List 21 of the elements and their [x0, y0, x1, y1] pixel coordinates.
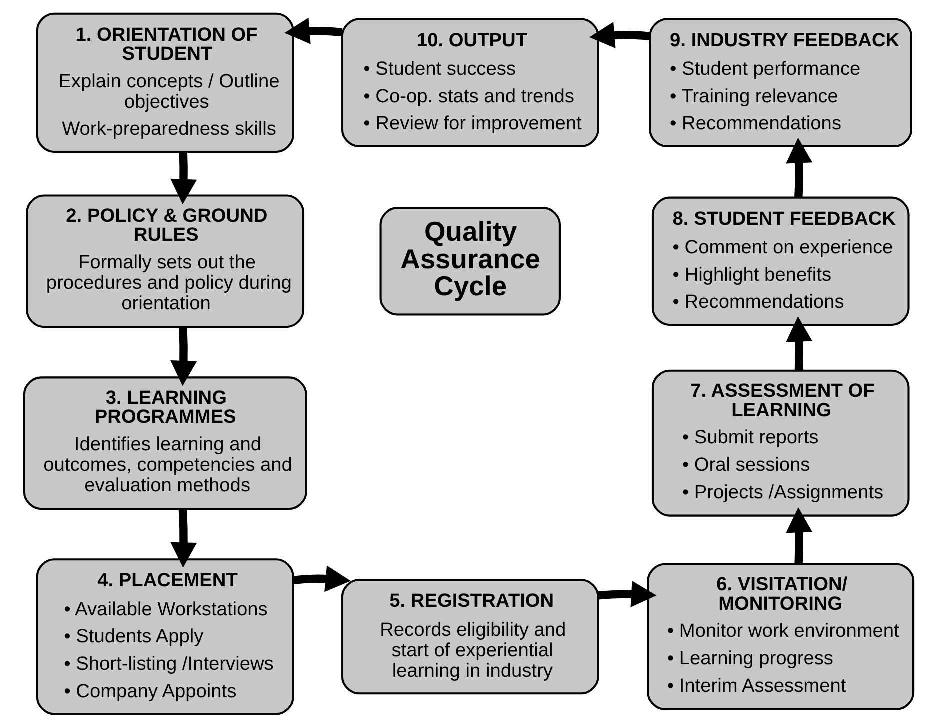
node-box: 1. ORIENTATION OF STUDENT Explain concepts / Outline objectives Work-preparedness skills: [36, 12, 294, 154]
arrow: [284, 18, 343, 44]
node-box: 5. REGISTRATION Records eligibility and start of experiential learning in industry: [341, 579, 600, 695]
arrow: [786, 138, 813, 198]
node-box: Quality Assurance Cycle: [380, 207, 561, 316]
arrow: [170, 509, 198, 568]
arrow: [598, 581, 657, 608]
node-box: 9. INDUSTRY FEEDBACK • Student performance • Training relevance • Recommendations: [649, 18, 912, 148]
node-box: 6. VISITATION/ MONITORING • Monitor work environment • Learning progress • Interim Assessment: [647, 563, 915, 710]
node-box: 4. PLACEMENT • Available Workstations • Students Apply • Short-listing /Interviews • Company Appoints: [36, 558, 294, 716]
arrow: [786, 316, 813, 371]
arrow: [292, 566, 351, 592]
arrow: [170, 327, 198, 386]
arrow: [590, 22, 650, 49]
node-box: 2. POLICY & GROUND RULES Formally sets out the procedures and policy during orientation: [26, 194, 305, 328]
node-box: 3. LEARNING PROGRAMMES Identifies learning and outcomes, competencies and evaluation methods: [23, 376, 308, 510]
arrow: [170, 152, 198, 205]
node-box: 10. OUTPUT • Student success • Co-op. stats and trends • Review for improvement: [341, 18, 600, 148]
node-box: 7. ASSESSMENT OF LEARNING • Submit reports • Oral sessions • Projects /Assignments: [652, 370, 910, 517]
arrow: [786, 507, 813, 564]
node-box: 8. STUDENT FEEDBACK • Comment on experience • Highlight benefits • Recommendations: [652, 196, 910, 326]
